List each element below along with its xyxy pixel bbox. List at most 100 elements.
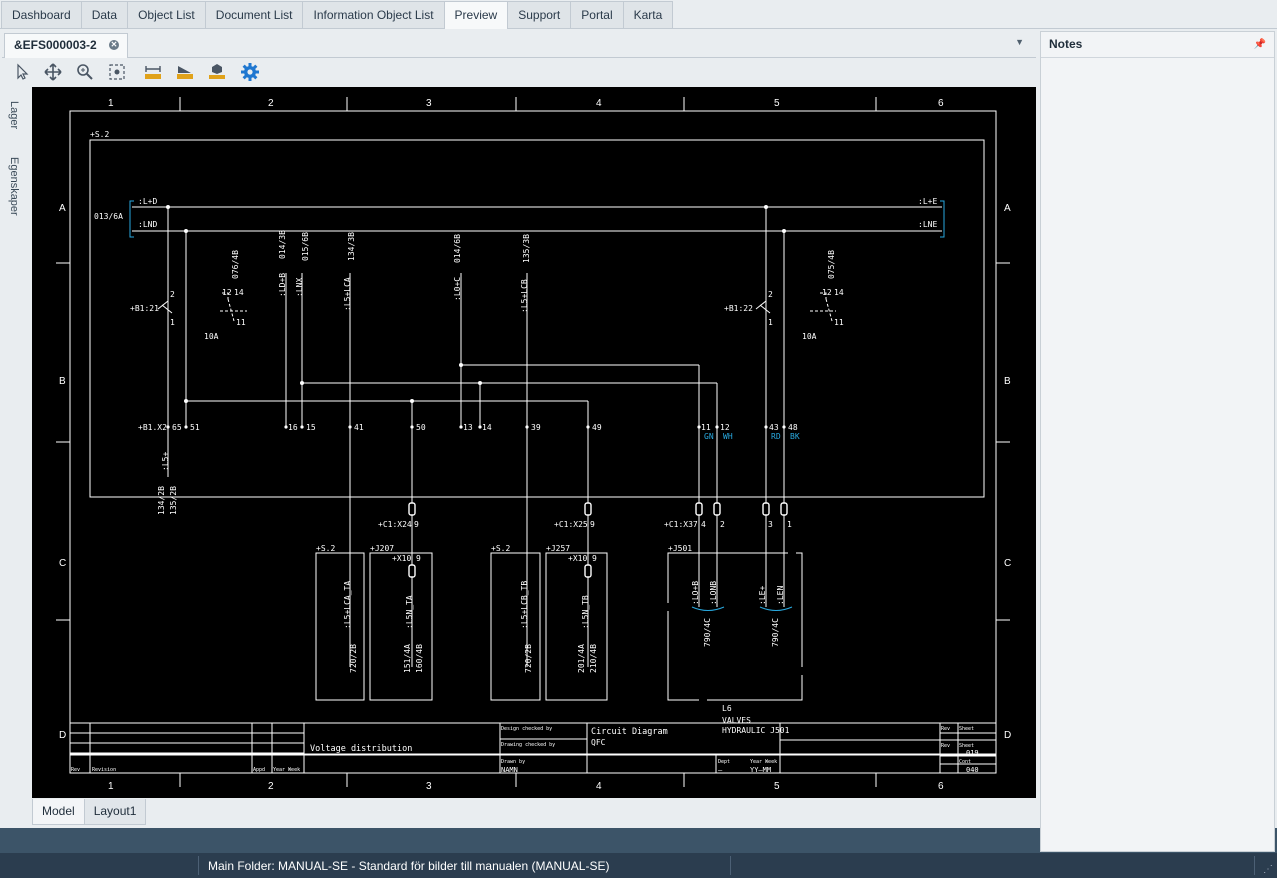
diagram-label: :LNX [295, 278, 304, 297]
diagram-label: 134/3B [347, 232, 356, 261]
diagram-label: 10A [802, 332, 817, 341]
row-label: B [1004, 376, 1011, 387]
title-block-text: Drawing checked by [501, 742, 555, 748]
diagram-label: 9 [592, 554, 597, 563]
diagram-label: 013/6A [94, 212, 123, 221]
diagram-label: 2 [720, 520, 725, 529]
diagram-label: VALVES [722, 716, 751, 725]
tab-model[interactable]: Model [32, 799, 85, 825]
diagram-label: 201/4A [577, 644, 586, 673]
tab-karta[interactable]: Karta [622, 1, 674, 28]
diagram-label: 16 [288, 423, 298, 432]
diagram-label: +B1:21 [130, 304, 159, 313]
column-label: 3 [426, 98, 432, 109]
gear-icon[interactable] [240, 62, 260, 82]
title-block-text: — [718, 766, 723, 774]
diagram-label: 13 [463, 423, 473, 432]
title-block-text: Revision [92, 767, 116, 773]
tab-document-list[interactable]: Document List [204, 1, 304, 28]
title-block-cells [69, 753, 997, 774]
tab-object-list[interactable]: Object List [127, 1, 206, 28]
tab-preview[interactable]: Preview [443, 1, 509, 29]
diagram-label: 51 [190, 423, 200, 432]
diagram-label: 11 [834, 318, 844, 327]
measure-area-icon[interactable] [175, 62, 195, 82]
diagram-label: :LEN [776, 586, 785, 605]
side-tab-egenskaper[interactable]: Egenskaper [8, 157, 20, 216]
drawing-canvas[interactable]: 1 2 3 4 5 6 1 2 3 4 5 6 A B C D A B C D [32, 87, 1036, 798]
diagram-label: 39 [531, 423, 541, 432]
diagram-label: 720/2B [349, 644, 358, 673]
close-icon[interactable]: ✕ [109, 40, 119, 50]
resize-grip-icon[interactable]: ⋰ [1263, 864, 1273, 875]
junction-dots [166, 205, 786, 403]
tab-support[interactable]: Support [507, 1, 572, 28]
tab-dashboard[interactable]: Dashboard [1, 1, 82, 28]
column-label: 2 [268, 781, 274, 792]
diagram-label: WH [723, 432, 733, 441]
tab-information-object-list[interactable]: Information Object List [302, 1, 445, 28]
column-label: 1 [108, 781, 114, 792]
pin-icon[interactable]: 📌 [1253, 39, 1266, 50]
zoom-icon[interactable] [75, 62, 95, 82]
title-block-text: YY—MM [750, 766, 771, 774]
column-label: 1 [108, 98, 114, 109]
diagram-label: 12 [822, 288, 832, 297]
document-tab[interactable]: &EFS000003-2 ✕ [4, 33, 128, 58]
row-label: B [59, 376, 66, 387]
title-block-text: Sheet [959, 726, 974, 732]
diagram-label: :L5+LCA [343, 277, 352, 311]
diagram-label: 10A [204, 332, 219, 341]
row-label: C [59, 558, 66, 569]
diagram-label: 14 [834, 288, 844, 297]
title-block-text: Drawn by [501, 759, 525, 765]
tab-data[interactable]: Data [80, 1, 129, 28]
title-cells [69, 753, 997, 774]
diagram-label: 014/3B [278, 230, 287, 259]
measure-distance-icon[interactable] [143, 62, 163, 82]
diagram-label: 15 [306, 423, 316, 432]
diagram-label: 49 [592, 423, 602, 432]
connector-pins [408, 502, 788, 578]
diagram-label: 9 [414, 520, 419, 529]
tab-layout1[interactable]: Layout1 [83, 799, 147, 825]
diagram-label: +J207 [370, 544, 394, 553]
zoom-extents-icon[interactable] [107, 62, 127, 82]
side-tab-lager[interactable]: Lager [8, 101, 20, 130]
diagram-label: 1 [170, 318, 175, 327]
diagram-label: 9 [590, 520, 595, 529]
diagram-label: :LNE [918, 220, 937, 229]
diagram-label: +X10 [392, 554, 411, 563]
diagram-label: 9 [416, 554, 421, 563]
status-bar: Main Folder: MANUAL-SE - Standard för bi… [0, 853, 1277, 878]
title-block-text: Rev [71, 767, 80, 773]
column-label: 6 [938, 98, 944, 109]
diagram-label: :LND [138, 220, 157, 229]
title-block-text: Rev [941, 726, 950, 732]
title-frame [69, 753, 997, 774]
diagram-label: 076/4B [231, 250, 240, 279]
notes-title: Notes [1049, 37, 1083, 51]
circuit-diagram: 1 2 3 4 5 6 1 2 3 4 5 6 A B C D A B C D [56, 97, 1011, 792]
diagram-label: 2 [768, 290, 773, 299]
diagram-label: :L5+LCB [520, 279, 529, 313]
status-divider [730, 856, 731, 875]
column-label: 4 [596, 98, 602, 109]
diagram-label: +C1:X37 [664, 520, 698, 529]
chevron-down-icon[interactable]: ▼ [1015, 37, 1024, 47]
diagram-label: :L5+LCA_TA [343, 581, 352, 629]
diagram-label: 2 [170, 290, 175, 299]
row-label: C [1004, 558, 1011, 569]
pan-icon[interactable] [43, 62, 63, 82]
status-divider [1254, 856, 1255, 875]
diagram-label: HYDRAULIC J501 [722, 726, 790, 735]
diagram-label: RD [771, 432, 781, 441]
3d-object-icon[interactable] [207, 62, 227, 82]
row-label: A [59, 203, 66, 214]
diagram-label: 1 [768, 318, 773, 327]
tab-portal[interactable]: Portal [570, 1, 624, 28]
circuit-breakers [157, 292, 836, 322]
row-label: A [1004, 203, 1011, 214]
select-pointer-icon[interactable] [12, 62, 32, 82]
